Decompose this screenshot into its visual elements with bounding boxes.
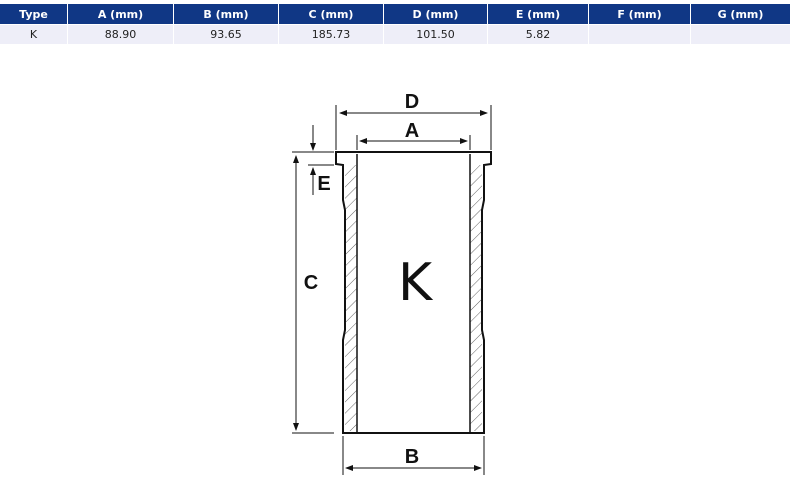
cell-c: 185.73: [278, 24, 384, 44]
label-a: A: [405, 120, 419, 142]
header-e: E (mm): [487, 4, 589, 25]
table-header-row: Type A (mm) B (mm) C (mm) D (mm) E (mm) …: [0, 4, 791, 25]
label-d: D: [405, 91, 419, 113]
table-row: K 88.90 93.65 185.73 101.50 5.82: [0, 24, 791, 44]
header-f: F (mm): [588, 4, 691, 25]
cell-a: 88.90: [67, 24, 174, 44]
label-b: B: [405, 446, 419, 468]
label-e: E: [317, 173, 330, 195]
cell-g: [690, 24, 791, 44]
header-d: D (mm): [383, 4, 488, 25]
type-letter: K: [398, 253, 434, 313]
header-c: C (mm): [278, 4, 384, 25]
header-a: A (mm): [67, 4, 174, 25]
cell-e: 5.82: [487, 24, 589, 44]
dimension-lines: [292, 105, 492, 475]
dimensions-table: Type A (mm) B (mm) C (mm) D (mm) E (mm) …: [0, 4, 791, 44]
header-type: Type: [0, 4, 68, 25]
header-g: G (mm): [690, 4, 791, 25]
cell-type: K: [0, 24, 68, 44]
cell-f: [588, 24, 691, 44]
label-c: C: [304, 272, 318, 294]
cell-b: 93.65: [173, 24, 279, 44]
header-b: B (mm): [173, 4, 279, 25]
cell-d: 101.50: [383, 24, 488, 44]
wall-hatching: [345, 165, 482, 431]
